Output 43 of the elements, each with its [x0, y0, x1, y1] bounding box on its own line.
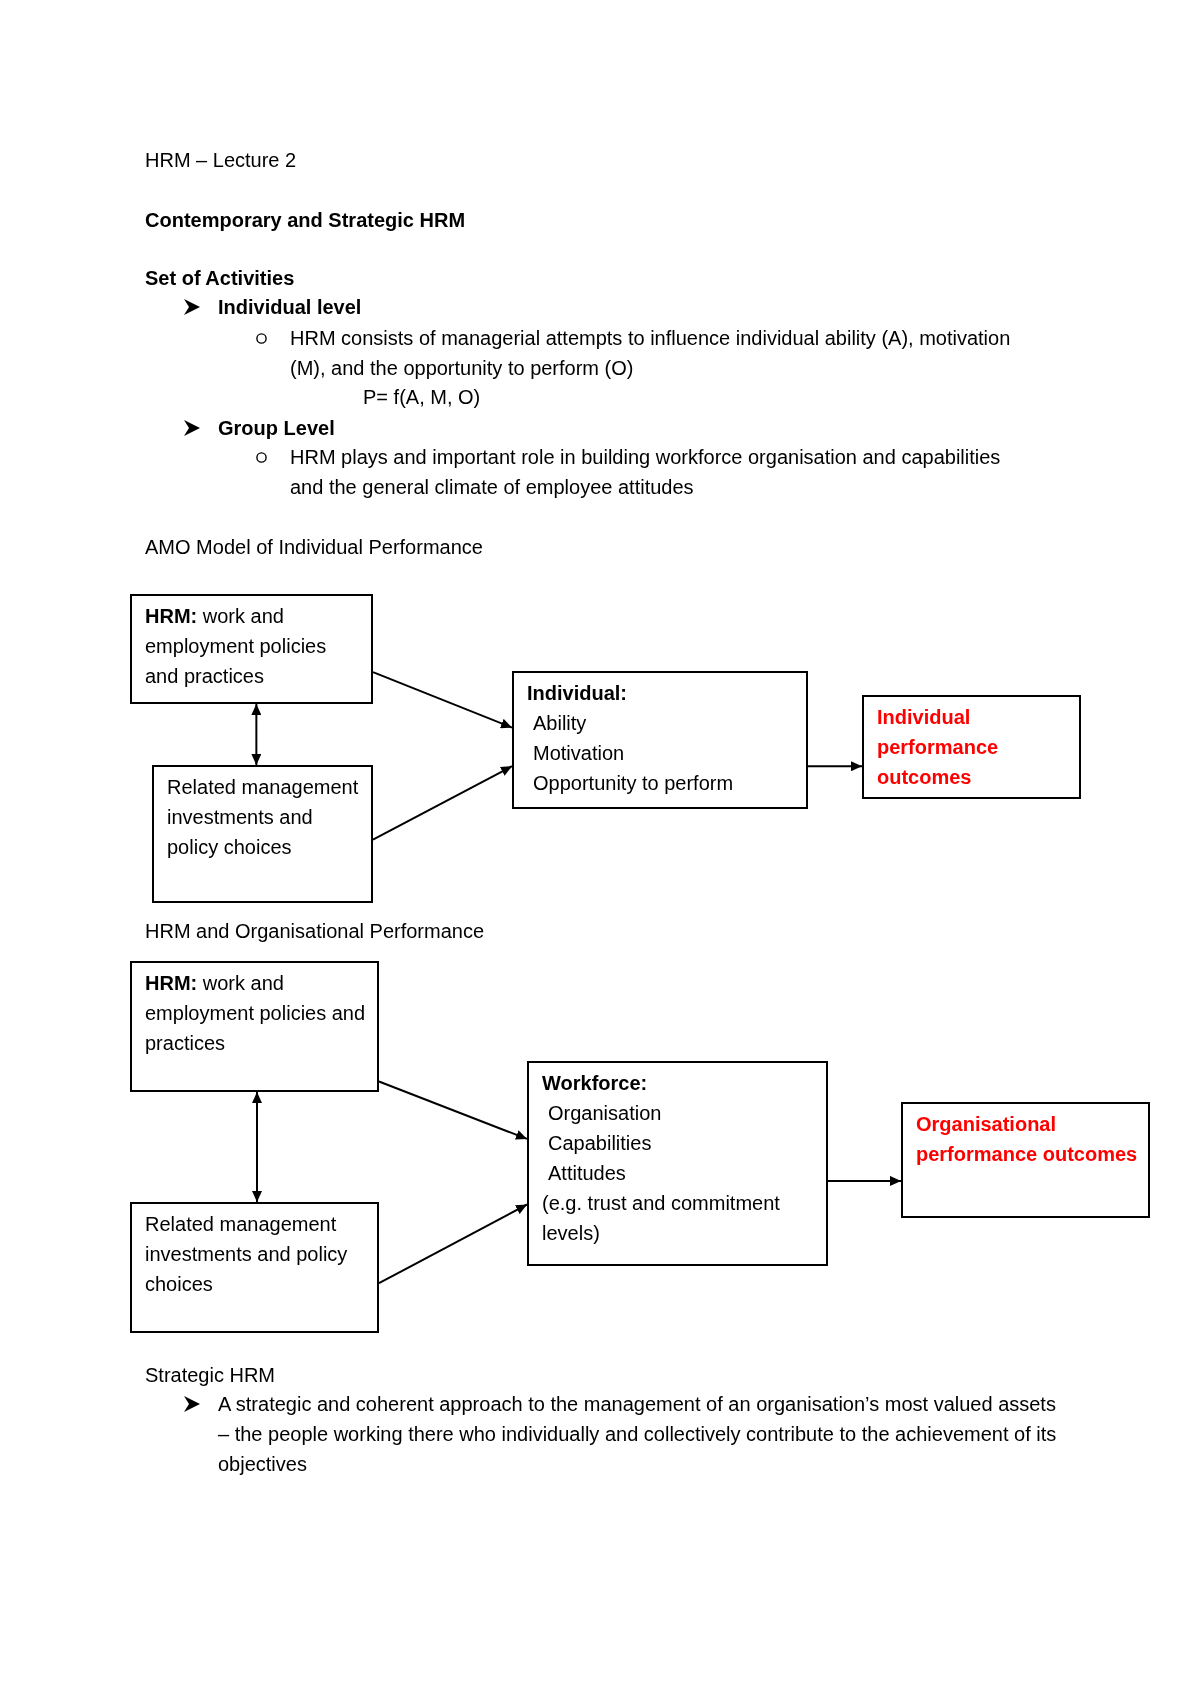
figure-heading: HRM and Organisational Performance: [145, 919, 485, 944]
box-heading: Individual:: [527, 681, 627, 706]
section-heading: Strategic HRM: [145, 1363, 276, 1388]
bullet-heading: Individual level: [218, 295, 362, 320]
box-text: HRM: work and employment policies and practices: [145, 604, 328, 689]
double-arrow: [252, 1091, 262, 1203]
box-text: Individual performance outcomes: [877, 705, 1000, 790]
outcome-box: [862, 695, 1081, 799]
factor-list-box: [512, 671, 808, 809]
formula-text: P= f(A, M, O): [363, 385, 481, 410]
list-item-text: Ability: [533, 711, 587, 736]
arrow: [807, 761, 863, 772]
section-heading: Contemporary and Strategic HRM: [145, 208, 466, 233]
arrow: [378, 1203, 528, 1285]
bullet-heading: Group Level: [218, 416, 335, 441]
box-text: (e.g. trust and commitment levels): [542, 1191, 781, 1246]
factor-list-box: [527, 1061, 828, 1266]
section-heading: Set of Activities: [145, 266, 295, 291]
figure-heading: AMO Model of Individual Performance: [145, 535, 483, 560]
investment-box: [130, 1202, 379, 1333]
box-heading: Workforce:: [542, 1071, 648, 1096]
page-title: HRM – Lecture 2: [145, 148, 297, 173]
policy-box: [130, 961, 379, 1092]
list-item-text: Opportunity to perform: [533, 771, 734, 796]
bullet-text: HRM consists of managerial attempts to influence individual ability (A), motivation (M), and the opportunity to perform (O): [290, 326, 1012, 381]
arrow: [827, 1175, 902, 1186]
outcome-box: [901, 1102, 1150, 1218]
bullet-text: HRM plays and important role in building workforce organisation and capabilities and the general climate of employee attitudes: [290, 445, 1002, 500]
box-text: Organisational performance outcomes: [916, 1112, 1138, 1167]
arrow: [372, 671, 513, 729]
double-arrow: [251, 703, 262, 766]
list-item-text: Capabilities: [548, 1131, 652, 1156]
box-text: Related management investments and policy choices: [145, 1212, 349, 1297]
bullet-text: A strategic and coherent approach to the management of an organisation’s most valued assets – the people working there who individually and collectively contribute to the achievement of its objectives: [218, 1392, 1058, 1477]
box-text: Related management investments and policy choices: [167, 775, 360, 860]
list-item-text: Organisation: [548, 1101, 662, 1126]
box-text: HRM: work and employment policies and practices: [145, 971, 367, 1056]
arrow: [372, 765, 513, 841]
investment-box: [152, 765, 373, 903]
list-item-text: Motivation: [533, 741, 625, 766]
arrow: [378, 1080, 528, 1140]
policy-box: [130, 594, 373, 704]
list-item-text: Attitudes: [548, 1161, 626, 1186]
